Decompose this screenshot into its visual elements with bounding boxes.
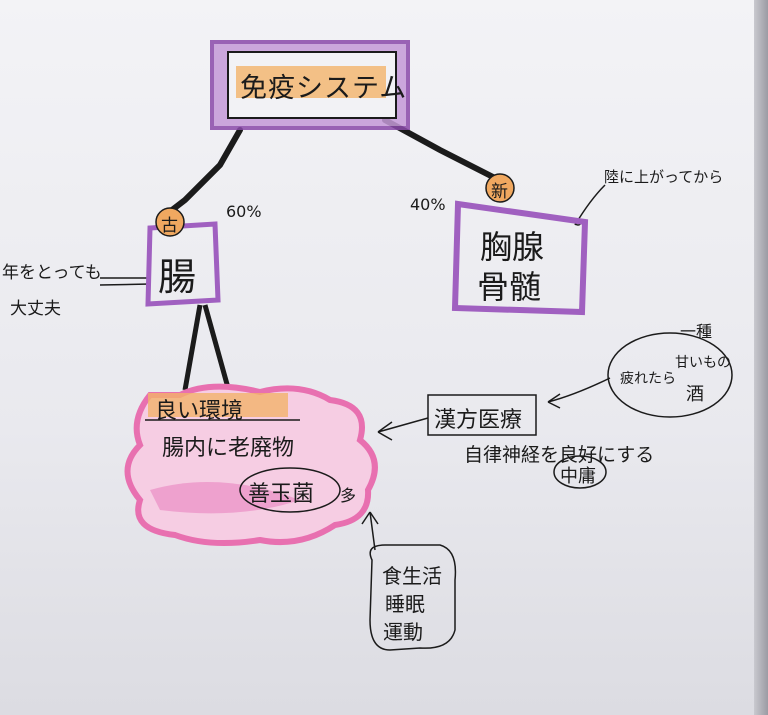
environment-title-highlight	[148, 393, 288, 417]
badge-new	[485, 173, 515, 203]
middle-way: 中庸	[560, 466, 596, 487]
badge-new-label: 新	[491, 182, 508, 202]
connector-sidenote-to-gut	[99, 277, 151, 286]
badge-old	[155, 207, 185, 237]
lifestyle-food: 食生活	[382, 564, 442, 588]
root-label: 免疫システム	[240, 73, 408, 104]
left-side-note-2: 大丈夫	[10, 299, 61, 319]
environment-scribble	[150, 482, 300, 514]
kampo-effect: 自律神経を良好にする	[464, 444, 655, 466]
thymus-label: 胸腺	[480, 228, 545, 266]
kampo-label: 漢方医療	[434, 408, 523, 433]
tired-sweets: 甘いもの	[675, 355, 731, 371]
paper-edge	[754, 0, 768, 715]
right-percent: 40%	[410, 195, 446, 214]
environment-title: 良い環境	[155, 399, 244, 424]
badge-old-label: 古	[161, 216, 178, 236]
environment-line1: 腸内に老廃物	[162, 436, 295, 461]
gut-label: 腸	[158, 255, 197, 299]
right-note: 陸に上がってから	[604, 168, 724, 186]
connector-root-to-gut	[169, 127, 243, 213]
good-bacteria-circle	[239, 467, 341, 513]
good-bacteria: 善玉菌	[248, 482, 315, 507]
left-percent: 60%	[226, 202, 262, 221]
thymus-box	[451, 200, 589, 316]
lifestyle-bubble	[369, 544, 457, 651]
tired-above: 一種	[680, 322, 713, 341]
connector-gut-to-environment	[182, 304, 233, 396]
arrow-kampo-to-environment	[377, 417, 429, 441]
tired-alcohol: 酒	[686, 384, 704, 405]
arrow-lifestyle-to-environment	[361, 511, 379, 551]
tired-bubble	[607, 332, 733, 418]
middle-way-circle	[553, 455, 607, 489]
lifestyle-sleep: 睡眠	[385, 592, 425, 616]
root-highlight	[236, 66, 386, 98]
tired-left: 疲れたら	[620, 371, 676, 387]
arrow-tired-to-kampo	[547, 377, 611, 409]
gut-box	[145, 221, 221, 307]
lifestyle-exercise: 運動	[383, 620, 423, 644]
environment-suffix: 多	[340, 486, 357, 505]
left-side-note-1: 年をとっても	[2, 263, 102, 283]
kampo-box	[427, 394, 537, 436]
bone-marrow-label: 骨髄	[477, 268, 542, 306]
